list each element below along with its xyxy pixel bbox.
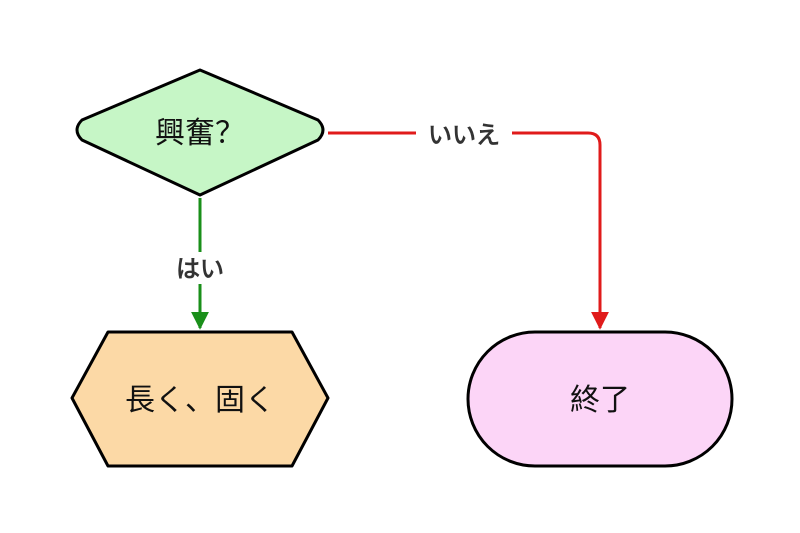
- decision-node[interactable]: 興奮？: [75, 68, 325, 197]
- edge-no-label: いいえ: [428, 121, 500, 149]
- process-hexagon: [70, 330, 330, 468]
- process-label: 長く、固く: [125, 383, 275, 418]
- edge-no-label-bg: [416, 118, 512, 150]
- edge-no-line: [328, 131, 609, 330]
- terminal-label: 終了: [570, 383, 630, 418]
- process-node[interactable]: 長く、固く: [70, 330, 330, 468]
- decision-label: 興奮？: [155, 116, 245, 151]
- edge-yes-label: はい: [176, 255, 224, 283]
- terminal-node[interactable]: 終了: [466, 330, 734, 468]
- decision-diamond: [75, 68, 325, 197]
- edge-yes-label-bg: [168, 252, 232, 284]
- terminal-stadium: [466, 330, 734, 468]
